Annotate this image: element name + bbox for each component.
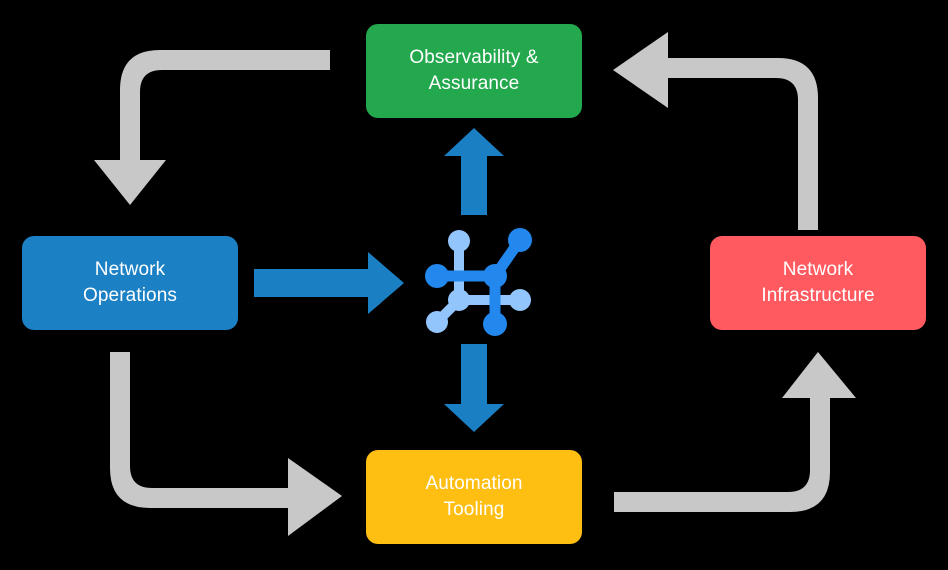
arrow-observability-to-operations xyxy=(94,50,330,205)
box-network-infrastructure[interactable]: Network Infrastructure xyxy=(710,236,926,330)
arrow-operations-to-center xyxy=(254,252,404,314)
box-automation-tooling[interactable]: Automation Tooling xyxy=(366,450,582,544)
arrow-infrastructure-to-observability xyxy=(613,32,818,230)
box-network-operations[interactable]: Network Operations xyxy=(22,236,238,330)
box-observability-assurance[interactable]: Observability & Assurance xyxy=(366,24,582,118)
arrow-automation-to-infrastructure xyxy=(614,352,856,512)
arrow-center-to-observability xyxy=(444,128,504,215)
network-topology-icon xyxy=(425,228,532,336)
arrow-operations-to-automation xyxy=(110,352,342,536)
arrow-center-to-automation xyxy=(444,344,504,432)
